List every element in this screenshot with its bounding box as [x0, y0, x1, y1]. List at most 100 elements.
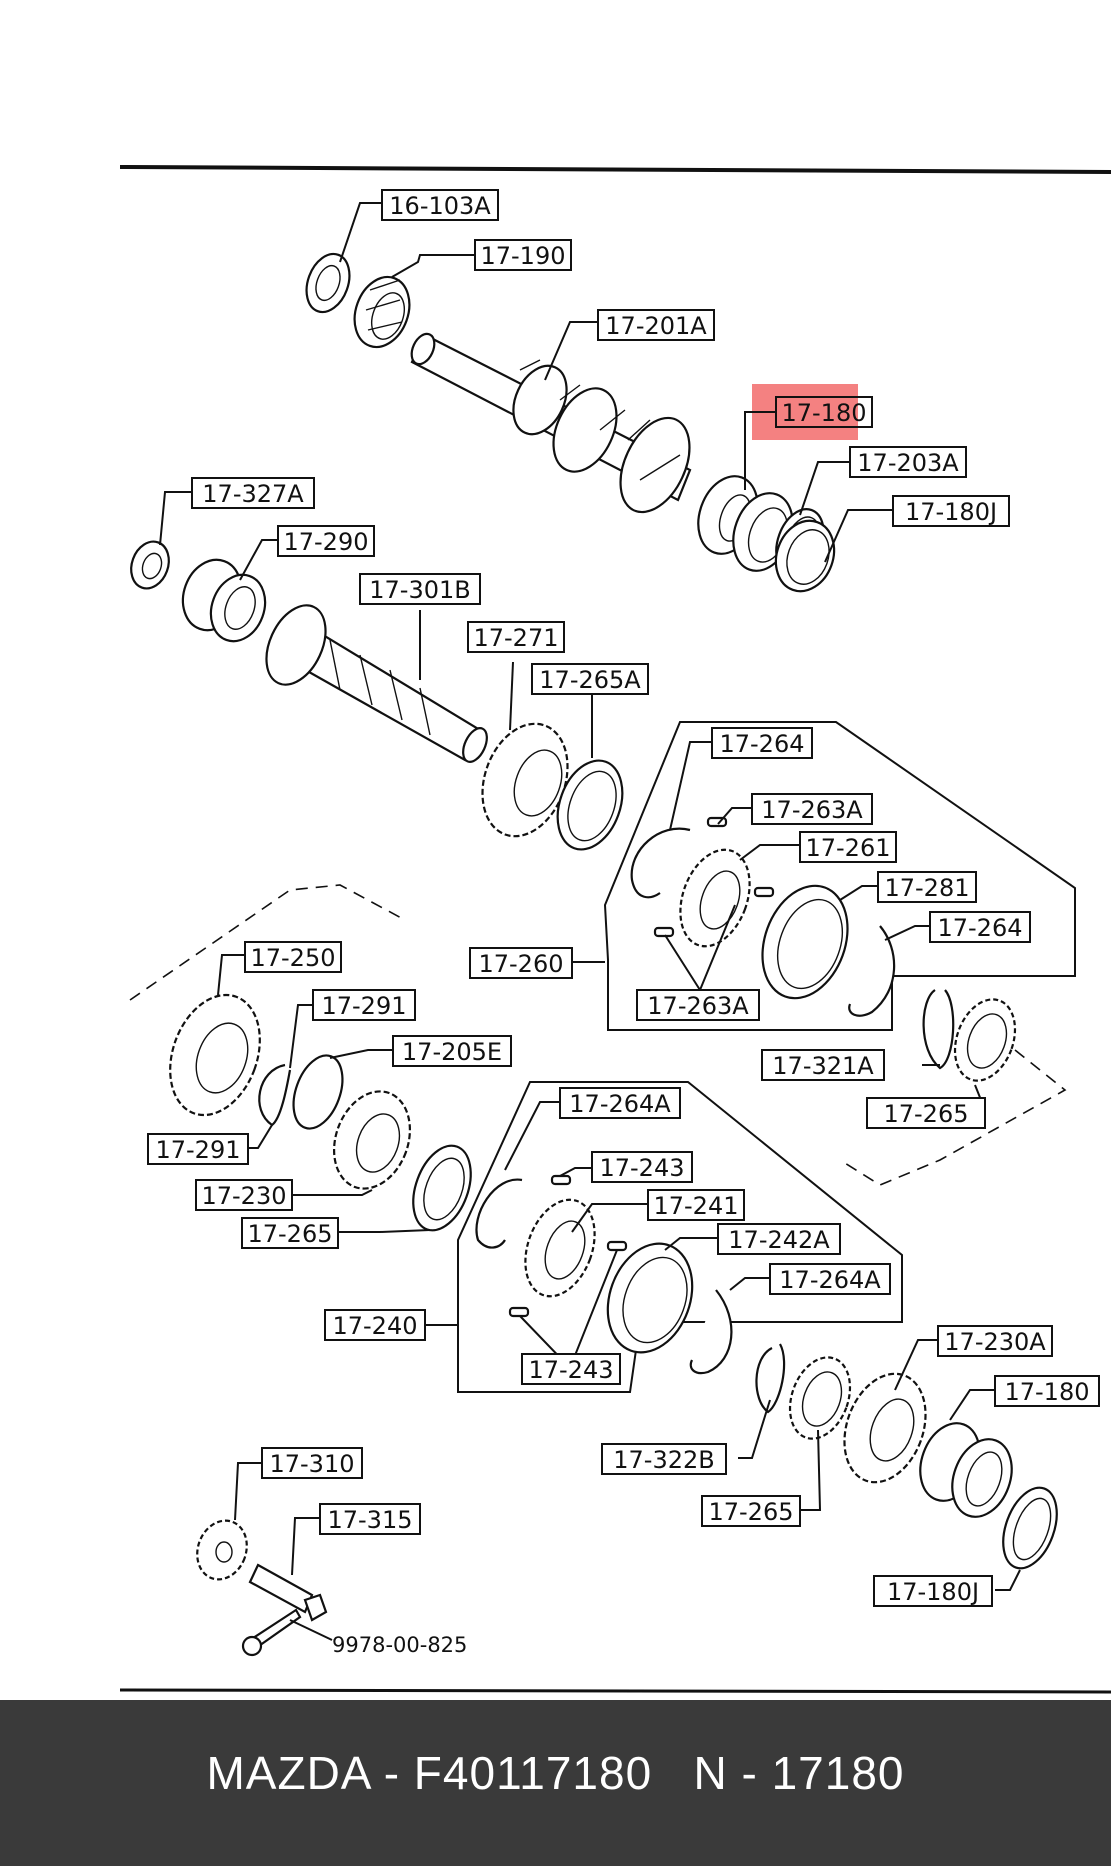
- key-17-243: [508, 1174, 628, 1318]
- callout-17-263a-a: 17-263A: [751, 793, 873, 825]
- callout-17-240: 17-240: [324, 1309, 426, 1341]
- ring-17-265a: [556, 759, 624, 851]
- svg-text:17-243: 17-243: [528, 1356, 613, 1384]
- footer-bar: MAZDA - F40117180 N - 17180: [0, 1700, 1111, 1866]
- svg-text:17-265: 17-265: [247, 1220, 332, 1248]
- svg-text:17-190: 17-190: [480, 242, 565, 270]
- sleeve-17-242a: [606, 1242, 694, 1354]
- callout-16-103a: 16-103A: [381, 189, 499, 221]
- svg-text:17-180: 17-180: [1004, 1378, 1089, 1406]
- callout-17-242a: 17-242A: [717, 1223, 841, 1255]
- ring-17-265-c: [788, 1356, 852, 1440]
- svg-text:17-203A: 17-203A: [857, 449, 959, 477]
- svg-text:17-180: 17-180: [781, 399, 866, 427]
- svg-text:17-260: 17-260: [478, 950, 563, 978]
- svg-text:17-230A: 17-230A: [944, 1328, 1046, 1356]
- callout-17-260: 17-260: [469, 947, 573, 979]
- hub-17-261: [679, 848, 751, 948]
- gear-17-250: [169, 993, 261, 1117]
- svg-text:17-240: 17-240: [332, 1312, 417, 1340]
- svg-text:17-290: 17-290: [283, 528, 368, 556]
- svg-text:17-265: 17-265: [883, 1100, 968, 1128]
- bottom-rule: [119, 1688, 1111, 1694]
- bearing-17-180-bottom: [919, 1422, 1013, 1518]
- ring-17-205e: [292, 1054, 344, 1130]
- key-17-263a: [653, 816, 775, 938]
- svg-text:17-264A: 17-264A: [569, 1090, 671, 1118]
- callout-17-180j-top: 17-180J: [892, 495, 1010, 527]
- callout-17-290: 17-290: [277, 525, 375, 557]
- snap-ring-17-264-a: [630, 827, 691, 899]
- callout-17-301b: 17-301B: [359, 573, 481, 605]
- race-17-180j-top: [774, 519, 836, 593]
- snap-ring-17-321a: [922, 989, 955, 1070]
- svg-text:17-281: 17-281: [884, 874, 969, 902]
- bearing-16-103a: [305, 252, 351, 314]
- bearing-17-190: [353, 275, 411, 349]
- callout-17-264-b: 17-264: [929, 911, 1031, 943]
- snap-ring-17-264-b: [848, 925, 896, 1017]
- dashed-group-right: [839, 1049, 1067, 1186]
- svg-text:16-103A: 16-103A: [389, 192, 491, 220]
- callout-17-264-a: 17-264: [711, 727, 813, 759]
- callout-17-291-b: 17-291: [147, 1133, 249, 1165]
- snap-ring-17-264a-b: [689, 1289, 733, 1375]
- callout-17-264a-b: 17-264A: [769, 1263, 891, 1295]
- svg-text:17-243: 17-243: [599, 1154, 684, 1182]
- callout-17-243-a: 17-243: [591, 1151, 693, 1183]
- svg-text:17-301B: 17-301B: [369, 576, 470, 604]
- hub-17-241: [524, 1198, 596, 1298]
- idler-gear-17-310: [196, 1519, 248, 1581]
- group-17-260-outline: [603, 721, 1076, 1031]
- svg-text:17-271: 17-271: [473, 624, 558, 652]
- svg-text:17-322B: 17-322B: [613, 1446, 714, 1474]
- part-number-caption: MAZDA - F40117180 N - 17180: [206, 1747, 905, 1799]
- svg-text:17-265A: 17-265A: [539, 666, 641, 694]
- callout-17-203a: 17-203A: [849, 446, 967, 478]
- callout-17-230: 17-230: [195, 1179, 293, 1211]
- svg-text:17-291: 17-291: [155, 1136, 240, 1164]
- svg-text:17-310: 17-310: [269, 1450, 354, 1478]
- race-17-180j-bottom: [1002, 1486, 1058, 1570]
- parts-diagram: 16-103A 17-190 17-201A 17-180 17-203A 17…: [119, 165, 1111, 1694]
- callout-17-201a: 17-201A: [597, 309, 715, 341]
- callout-17-310: 17-310: [261, 1447, 363, 1479]
- svg-text:17-291: 17-291: [321, 992, 406, 1020]
- main-shaft-17-201a: [410, 332, 692, 514]
- svg-text:17-261: 17-261: [805, 834, 890, 862]
- idler-shaft-17-315: [248, 1563, 328, 1622]
- svg-text:17-230: 17-230: [201, 1182, 286, 1210]
- callout-17-265-b: 17-265: [241, 1217, 339, 1249]
- svg-text:17-205E: 17-205E: [402, 1038, 502, 1066]
- svg-text:17-241: 17-241: [653, 1192, 738, 1220]
- svg-text:17-264: 17-264: [937, 914, 1022, 942]
- callout-17-291-a: 17-291: [312, 989, 416, 1021]
- snap-ring-17-264a-a: [475, 1178, 523, 1249]
- countershaft-17-301b: [265, 604, 488, 763]
- bearing-17-290: [181, 558, 267, 643]
- callout-17-263a-b: 17-263A: [636, 989, 760, 1021]
- callout-17-190: 17-190: [474, 239, 572, 271]
- ring-17-265-b: [412, 1144, 472, 1232]
- svg-text:17-201A: 17-201A: [605, 312, 707, 340]
- callout-17-321a: 17-321A: [761, 1049, 885, 1081]
- callout-17-327a: 17-327A: [191, 477, 315, 509]
- callout-17-243-b: 17-243: [521, 1353, 621, 1385]
- svg-text:17-263A: 17-263A: [647, 992, 749, 1020]
- gear-17-230a: [843, 1372, 927, 1484]
- svg-text:17-263A: 17-263A: [761, 796, 863, 824]
- callout-17-261: 17-261: [799, 831, 897, 863]
- svg-text:17-242A: 17-242A: [728, 1226, 830, 1254]
- svg-text:17-180J: 17-180J: [905, 498, 997, 526]
- svg-text:17-250: 17-250: [250, 944, 335, 972]
- snap-ring-17-291: [258, 1063, 292, 1127]
- callout-17-180-top: 17-180: [775, 396, 873, 428]
- callout-17-322b: 17-322B: [601, 1443, 727, 1475]
- bolt-9978-00-825: [241, 1608, 302, 1657]
- group-17-240-outline: [457, 1081, 903, 1393]
- sleeve-17-281: [761, 884, 849, 1000]
- callout-17-180j-bottom: 17-180J: [873, 1575, 993, 1607]
- svg-text:17-264A: 17-264A: [779, 1266, 881, 1294]
- gear-17-230: [332, 1090, 412, 1190]
- callout-17-230a: 17-230A: [937, 1325, 1053, 1357]
